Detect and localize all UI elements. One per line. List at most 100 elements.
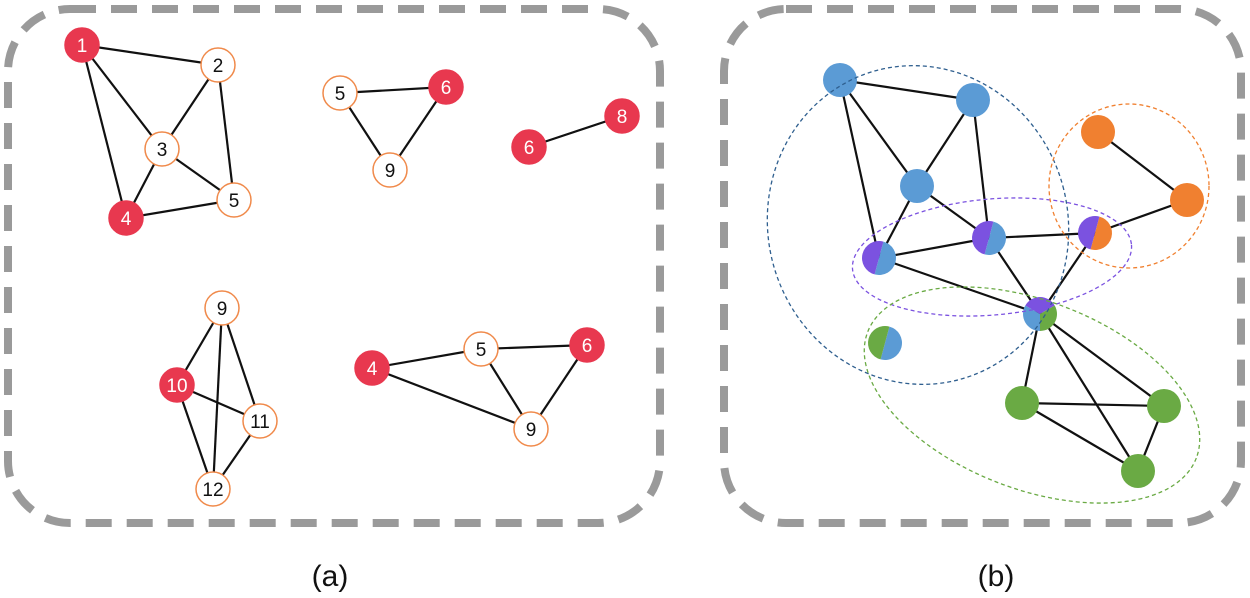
graph-node <box>1147 389 1181 423</box>
graph-node <box>861 241 896 275</box>
node-circle <box>159 367 195 403</box>
node-circle <box>569 327 605 363</box>
node-circle <box>511 129 547 165</box>
graph-node <box>956 83 990 117</box>
caption-a: (a) <box>312 560 349 593</box>
panel-b <box>766 63 1210 504</box>
graph-edge <box>838 79 881 259</box>
community-green-outline <box>863 286 1201 504</box>
graph-node: 10 <box>159 367 195 403</box>
graph-edge <box>80 44 128 219</box>
node-label: 10 <box>166 376 187 397</box>
node-label: 9 <box>526 420 537 441</box>
graph-node: 1 <box>64 27 100 63</box>
node-label: 6 <box>582 336 593 357</box>
graph-node <box>1170 183 1204 217</box>
node-label: 8 <box>617 107 628 128</box>
panel-b-nodes <box>823 63 1204 488</box>
graph-edge <box>916 99 974 187</box>
node-label: 9 <box>385 161 396 182</box>
graph-edge <box>988 231 1096 240</box>
node-circle <box>1170 183 1204 217</box>
node-circle <box>372 152 408 188</box>
panel-a-frame <box>4 5 664 527</box>
node-circle <box>200 47 236 83</box>
graph-node: 9 <box>513 411 549 447</box>
graph-node <box>867 326 903 360</box>
node-label: 1 <box>77 36 88 57</box>
node-label: 2 <box>213 56 224 77</box>
graph-node <box>1081 115 1115 149</box>
graph-node <box>823 63 857 97</box>
node-label: 4 <box>367 359 378 380</box>
node-circle <box>513 411 549 447</box>
graph-node: 6 <box>569 327 605 363</box>
graph-edge <box>216 64 236 201</box>
graph-edge <box>971 99 991 239</box>
graph-node: 8 <box>604 98 640 134</box>
node-label: 5 <box>335 84 346 105</box>
graph-node: 6 <box>511 129 547 165</box>
graph-node: 12 <box>195 471 231 507</box>
graph-edge <box>220 307 262 422</box>
community-blue-outline <box>766 65 1070 385</box>
node-circle <box>1147 389 1181 423</box>
graph-node: 3 <box>144 131 180 167</box>
node-circle <box>823 63 857 97</box>
node-circle <box>604 98 640 134</box>
graph-node <box>1078 216 1112 250</box>
graph-edge <box>81 43 219 67</box>
graph-node: 6 <box>428 69 464 105</box>
node-circle <box>956 83 990 117</box>
graph-edge <box>371 347 482 370</box>
node-circle <box>463 331 499 367</box>
graph-edge <box>211 307 224 490</box>
node-sector <box>1023 305 1040 331</box>
graph-node: 11 <box>242 403 278 439</box>
graph-edge <box>175 384 215 490</box>
node-sector <box>984 221 1006 255</box>
graph-edge <box>878 256 1041 316</box>
node-label: 6 <box>441 78 452 99</box>
graph-edge <box>1021 401 1165 408</box>
graph-node: 9 <box>204 290 240 326</box>
node-circle <box>1121 454 1155 488</box>
node-circle <box>242 403 278 439</box>
community-orange-outline <box>1048 103 1210 269</box>
node-circle <box>1081 115 1115 149</box>
node-label: 3 <box>157 140 168 161</box>
node-label: 5 <box>476 340 487 361</box>
node-label: 12 <box>202 480 223 501</box>
node-circle <box>144 131 180 167</box>
graph-edge <box>839 78 974 102</box>
graph-edge <box>1021 402 1139 472</box>
node-label: 5 <box>229 191 240 212</box>
node-label: 11 <box>250 412 270 433</box>
graph-edge <box>81 44 163 150</box>
node-label: 9 <box>217 299 228 320</box>
node-label: 4 <box>121 209 132 230</box>
graph-node <box>1023 297 1057 331</box>
node-sector <box>1090 216 1112 250</box>
graph-node <box>1121 454 1155 488</box>
graph-node: 5 <box>463 331 499 367</box>
graph-edge <box>1097 131 1188 201</box>
graph-node <box>971 221 1006 255</box>
node-circle <box>1005 386 1039 420</box>
graph-node: 5 <box>322 75 358 111</box>
caption-b: (b) <box>978 560 1015 593</box>
node-sector <box>1078 216 1100 250</box>
node-sector <box>861 241 884 275</box>
graph-edge <box>878 236 990 260</box>
graph-node <box>900 169 934 203</box>
node-sector <box>1040 305 1057 331</box>
graph-node <box>1005 386 1039 420</box>
node-sector <box>874 241 896 275</box>
node-label: 6 <box>524 138 535 159</box>
node-circle <box>322 75 358 111</box>
graph-node: 4 <box>354 350 390 386</box>
panel-b-frame <box>720 5 1245 527</box>
community-purple-outline <box>851 197 1133 317</box>
